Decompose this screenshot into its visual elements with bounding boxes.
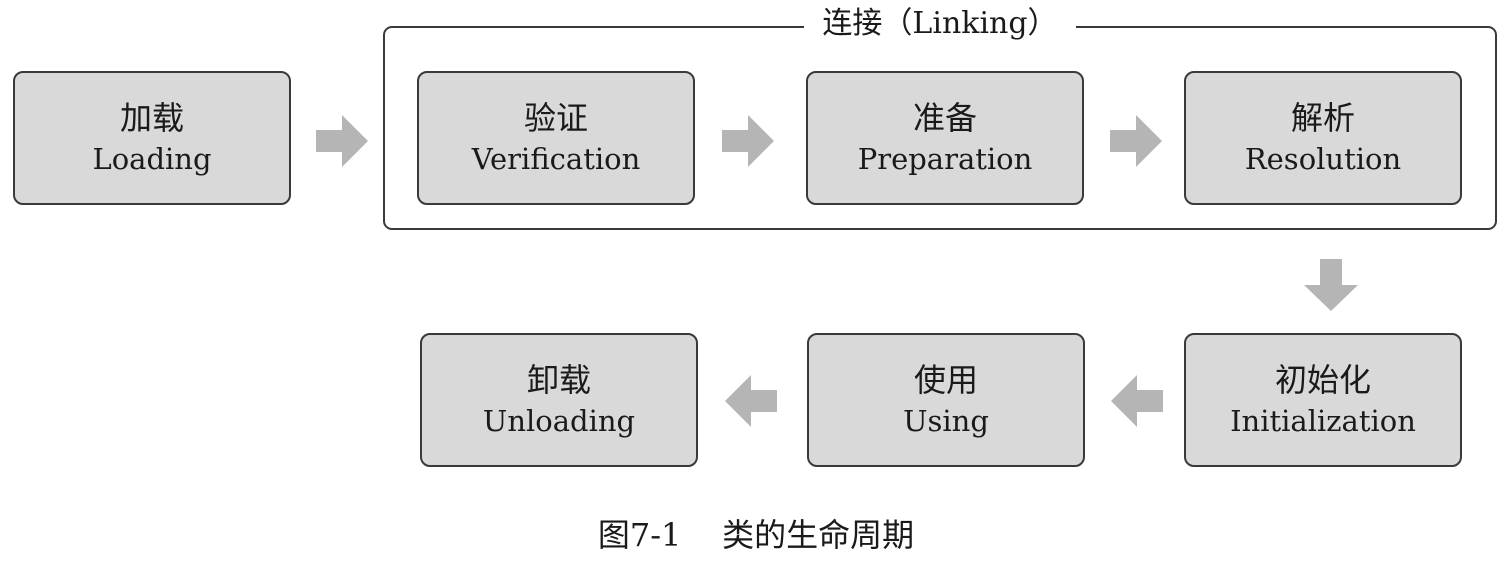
- arrow-resolution-to-initialization-icon: [1304, 259, 1358, 311]
- stage-verification-zh-label: 验证: [523, 99, 588, 137]
- arrow-loading-to-verification-icon: [316, 115, 368, 167]
- stage-verification-en-label: Verification: [471, 142, 641, 176]
- arrow-preparation-to-resolution-icon: [1110, 115, 1162, 167]
- stage-verification: 验证 Verification: [417, 71, 695, 205]
- stage-unloading-en-label: Unloading: [482, 404, 636, 438]
- stage-resolution: 解析 Resolution: [1184, 71, 1462, 205]
- linking-group-label: 连接（Linking）: [804, 4, 1076, 44]
- stage-unloading-zh-label: 卸载: [526, 361, 591, 399]
- stage-loading-zh-label: 加载: [119, 99, 184, 137]
- stage-resolution-en-label: Resolution: [1244, 142, 1402, 176]
- stage-initialization: 初始化 Initialization: [1184, 333, 1462, 467]
- stage-preparation: 准备 Preparation: [806, 71, 1084, 205]
- stage-loading-en-label: Loading: [92, 142, 212, 176]
- stage-initialization-zh-label: 初始化: [1274, 361, 1371, 399]
- figure-caption: 图7-1 类的生命周期: [597, 516, 915, 554]
- arrow-verification-to-preparation-icon: [722, 115, 774, 167]
- stage-initialization-en-label: Initialization: [1230, 404, 1416, 438]
- stage-preparation-zh-label: 准备: [912, 99, 977, 137]
- stage-preparation-en-label: Preparation: [857, 142, 1033, 176]
- stage-unloading: 卸载 Unloading: [420, 333, 698, 467]
- stage-using-en-label: Using: [903, 404, 989, 438]
- stage-using-zh-label: 使用: [913, 361, 978, 399]
- arrow-using-to-unloading-icon: [725, 375, 777, 427]
- arrow-initialization-to-using-icon: [1111, 375, 1163, 427]
- stage-loading: 加载 Loading: [13, 71, 291, 205]
- stage-using: 使用 Using: [807, 333, 1085, 467]
- stage-resolution-zh-label: 解析: [1290, 99, 1355, 137]
